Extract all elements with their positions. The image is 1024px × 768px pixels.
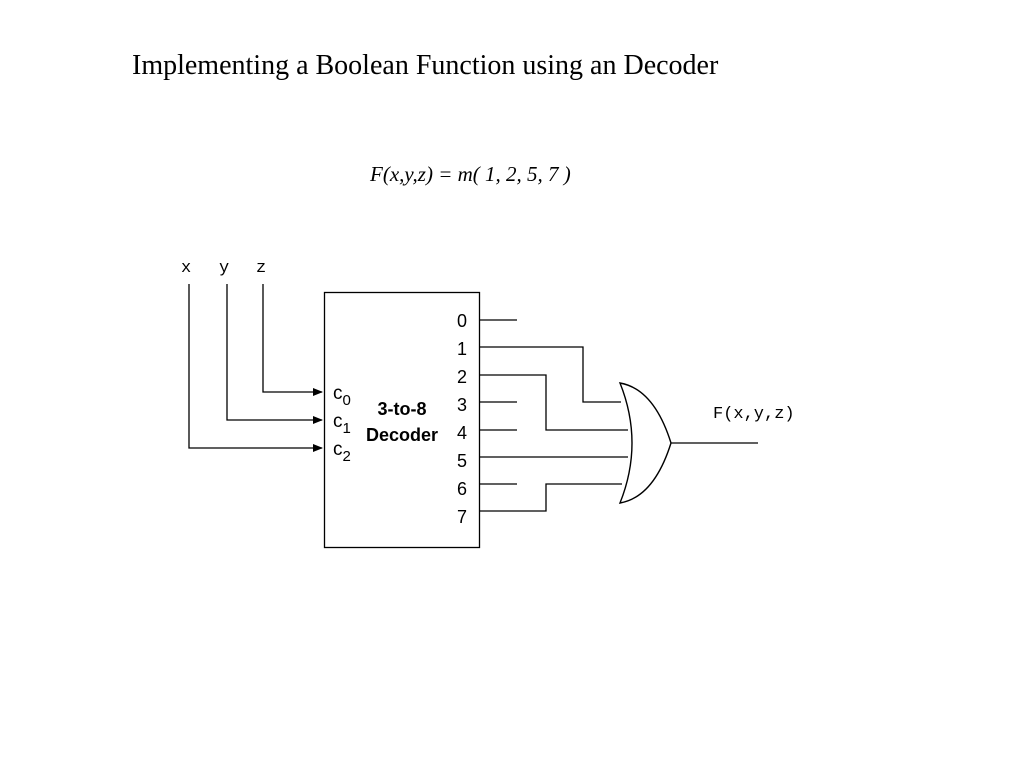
- input-label-z: z: [256, 259, 266, 278]
- decoder-label-line1: 3-to-8: [378, 399, 427, 419]
- or-gate: [618, 382, 672, 504]
- input-label-x: x: [181, 259, 191, 278]
- wire-x-to-c2: [188, 284, 323, 452]
- decoder-output-6: 6: [457, 479, 467, 499]
- input-label-y: y: [219, 259, 229, 278]
- decoder-output-1: 1: [457, 339, 467, 359]
- select-input-c0: c0: [333, 383, 351, 409]
- wire-z-to-c0: [262, 284, 323, 396]
- decoder-output-7: 7: [457, 507, 467, 527]
- decoder-label-line2: Decoder: [366, 425, 438, 445]
- wire-output-2-to-or: [480, 374, 628, 431]
- decoder-output-5: 5: [457, 451, 467, 471]
- wire-y-to-c1: [226, 284, 323, 424]
- decoder-output-2: 2: [457, 367, 467, 387]
- select-input-c1: c1: [333, 411, 351, 437]
- boolean-formula: F(x,y,z) = m( 1, 2, 5, 7 ): [370, 162, 571, 186]
- wire-output-7-to-or: [480, 483, 622, 512]
- slide-title: Implementing a Boolean Function using an…: [132, 50, 719, 81]
- decoder-output-4: 4: [457, 423, 467, 443]
- select-input-c2: c2: [333, 439, 351, 465]
- decoder-output-3: 3: [457, 395, 467, 415]
- decoder-box: [323, 291, 481, 549]
- wire-output-1-to-or: [480, 346, 621, 403]
- output-label: F(x,y,z): [713, 405, 795, 424]
- decoder-output-0: 0: [457, 311, 467, 331]
